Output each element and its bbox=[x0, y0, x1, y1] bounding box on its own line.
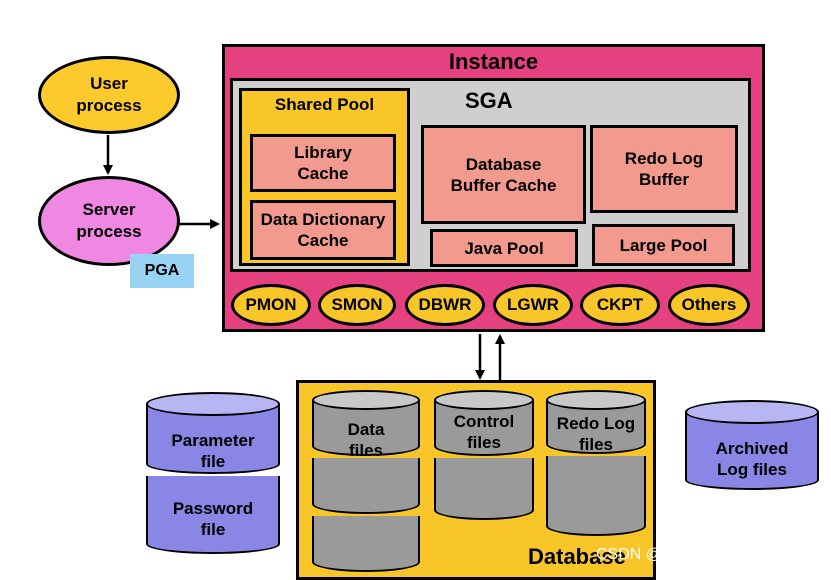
database-buffer-cache-line2: Buffer Cache bbox=[450, 175, 557, 195]
lgwr-label: LGWR bbox=[507, 295, 559, 314]
instance-title: Instance bbox=[448, 49, 539, 74]
shared-pool-title: Shared Pool bbox=[274, 95, 375, 114]
redo-log-buffer-line2: Buffer bbox=[638, 170, 690, 189]
user-process-line1: User bbox=[90, 74, 128, 93]
smon-process: SMON bbox=[318, 284, 396, 326]
parameter-file-line1: Parameter bbox=[171, 431, 255, 450]
library-cache-line2: Cache bbox=[297, 164, 349, 183]
data-dictionary-cache-line2: Cache bbox=[297, 231, 349, 250]
dbwr-process: DBWR bbox=[405, 284, 485, 326]
control-files-label: Control files bbox=[434, 410, 534, 454]
pmon-process: PMON bbox=[231, 284, 311, 326]
large-pool: Large Pool bbox=[592, 224, 735, 266]
server-process-line2: process bbox=[76, 222, 142, 241]
others-process: Others bbox=[668, 284, 750, 326]
control-files-line2: files bbox=[466, 433, 502, 452]
redo-log-files-label: Redo Log files bbox=[546, 412, 646, 456]
parameter-password-cylinder bbox=[146, 392, 280, 556]
database-title: Database bbox=[528, 544, 626, 569]
data-files-label: Data files bbox=[312, 416, 420, 464]
watermark-text: CSDN @Daniel521-Spark bbox=[596, 546, 782, 563]
database-buffer-cache-line1: Database bbox=[465, 154, 542, 174]
sga-title: SGA bbox=[465, 88, 513, 113]
pmon-label: PMON bbox=[245, 295, 297, 314]
pga-label: PGA bbox=[144, 262, 180, 279]
ckpt-label: CKPT bbox=[596, 295, 644, 314]
library-cache-line1: Library bbox=[294, 143, 352, 162]
java-pool: Java Pool bbox=[430, 229, 578, 267]
data-files-cylinder bbox=[312, 390, 420, 574]
dbwr-label: DBWR bbox=[418, 295, 472, 314]
parameter-file-line2: file bbox=[200, 452, 226, 471]
user-process-line2: process bbox=[76, 96, 142, 115]
password-file-label: Password file bbox=[146, 496, 280, 542]
large-pool-label: Large Pool bbox=[619, 235, 708, 255]
password-file-line1: Password bbox=[172, 499, 254, 518]
redo-log-files-line1: Redo Log bbox=[556, 414, 636, 433]
user-process: User process bbox=[38, 56, 180, 134]
server-process: Server process bbox=[38, 176, 180, 266]
lgwr-process: LGWR bbox=[493, 284, 573, 326]
redo-log-files-cylinder bbox=[546, 390, 646, 540]
parameter-file-label: Parameter file bbox=[146, 428, 280, 474]
others-label: Others bbox=[681, 295, 737, 314]
archived-log-files-line2: Log files bbox=[717, 460, 787, 479]
control-files-cylinder bbox=[434, 390, 534, 522]
server-process-line1: Server bbox=[82, 200, 136, 219]
data-dictionary-cache-line1: Data Dictionary bbox=[260, 210, 386, 229]
redo-log-files-line2: files bbox=[578, 435, 613, 454]
redo-log-buffer-line1: Redo Log bbox=[624, 149, 704, 168]
archived-log-files-cylinder bbox=[685, 400, 819, 492]
control-files-line1: Control bbox=[453, 412, 515, 431]
data-files-line1: Data bbox=[347, 420, 385, 439]
archived-log-files-line1: Archived bbox=[715, 439, 789, 458]
password-file-line2: file bbox=[200, 520, 226, 539]
ckpt-process: CKPT bbox=[580, 284, 660, 326]
java-pool-label: Java Pool bbox=[464, 238, 544, 258]
pga-box: PGA bbox=[130, 254, 194, 288]
smon-label: SMON bbox=[331, 295, 383, 314]
data-files-line2: files bbox=[348, 441, 383, 460]
